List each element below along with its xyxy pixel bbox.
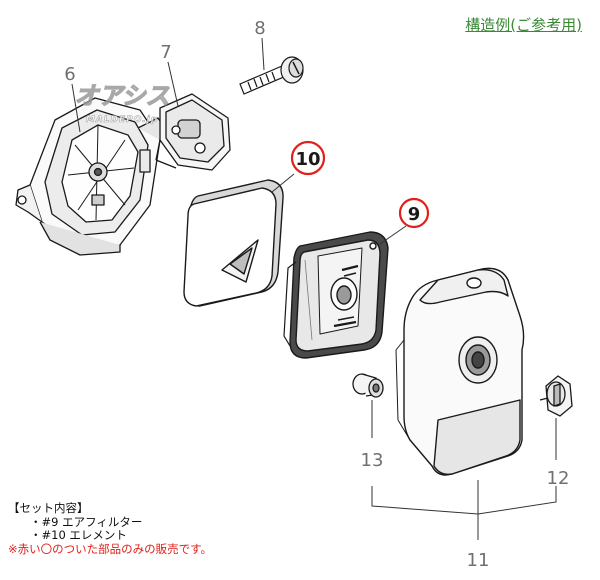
callout-12: 12 [547, 468, 570, 489]
leader-9 [379, 225, 407, 245]
part-13-knob [352, 373, 384, 398]
set-contents: 【セット内容】 ・#9 エアフィルター ・#10 エレメント ※赤い〇のついた部… [8, 501, 212, 556]
callout-9: 9 [408, 204, 421, 225]
callout-11: 11 [467, 550, 490, 571]
highlight-circle-9 [398, 197, 430, 229]
part-12-knob [539, 375, 573, 417]
watermark-logo: オアシス MALDEPO.jp [74, 81, 170, 125]
callout-8: 8 [254, 18, 265, 39]
highlight-circle-10 [290, 140, 326, 176]
sales-note: ※赤い〇のついた部品のみの販売です。 [8, 541, 212, 556]
part-10-element [183, 179, 284, 307]
callout-6: 6 [64, 64, 75, 85]
part-11-housing-cover [395, 267, 525, 476]
set-contents-item: ・#9 エアフィルター [30, 514, 143, 529]
leader-10 [271, 173, 295, 193]
part-9-air-filter [283, 231, 389, 359]
set-contents-item: ・#10 エレメント [30, 528, 127, 542]
leader-7 [167, 61, 179, 107]
callout-13: 13 [361, 450, 384, 471]
part-7-cover-plate [155, 93, 231, 171]
leader-8 [261, 37, 265, 71]
leader-6 [71, 83, 81, 133]
callout-7: 7 [160, 42, 171, 63]
leader-lines [71, 37, 557, 540]
part-8-screw [239, 56, 304, 95]
leader-11-bracket [371, 486, 557, 515]
part-6-cleaner-base [15, 97, 167, 256]
reference-caption: 構造例(ご参考用) [465, 16, 582, 34]
callout-10: 10 [295, 149, 320, 170]
set-contents-heading: 【セット内容】 [8, 501, 89, 515]
watermark-sub: MALDEPO.jp [86, 115, 158, 125]
watermark-main: オアシス [74, 82, 169, 110]
